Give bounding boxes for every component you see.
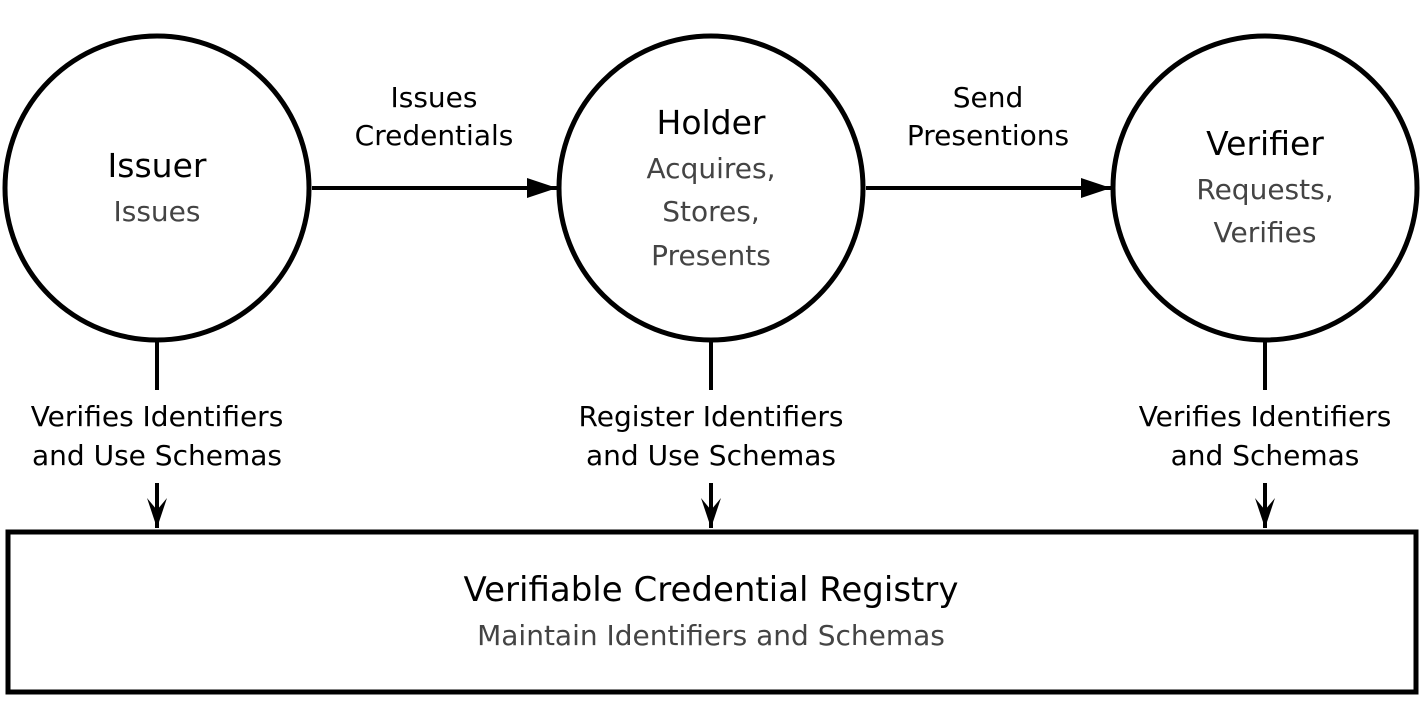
send-presentations-label-line-2: Presentions <box>907 119 1069 152</box>
issuer-registry-label-line-2: and Use Schemas <box>32 439 282 472</box>
holder-role-line-2: Stores, <box>662 195 760 228</box>
verifier-title: Verifier <box>1206 124 1324 163</box>
registry-box <box>5 529 1419 695</box>
verifier-registry-label-line-1: Verifies Identifiers <box>1139 400 1392 433</box>
verifier-role-line-1: Requests, <box>1196 173 1333 206</box>
registry-subtitle: Maintain Identifiers and Schemas <box>477 619 945 652</box>
issuer-node <box>2 33 312 343</box>
issuer-title: Issuer <box>108 146 207 185</box>
verifier-registry-label-line-2: and Schemas <box>1171 439 1360 472</box>
issues-credentials-label-line-2: Credentials <box>355 119 514 152</box>
issuer-role: Issues <box>114 195 201 228</box>
issuer-registry-label-line-1: Verifies Identifiers <box>31 400 284 433</box>
holder-registry-label-line-1: Register Identifiers <box>579 400 844 433</box>
holder-role-line-3: Presents <box>651 239 771 272</box>
issues-credentials-label-line-1: Issues <box>391 81 478 114</box>
send-presentations-label-line-1: Send <box>953 81 1024 114</box>
holder-registry-label-line-2: and Use Schemas <box>586 439 836 472</box>
registry-title: Verifiable Credential Registry <box>464 570 959 610</box>
verifier-role-line-2: Verifies <box>1214 216 1317 249</box>
holder-role-line-1: Acquires, <box>647 152 776 185</box>
holder-node <box>556 33 866 343</box>
holder-title: Holder <box>657 103 766 142</box>
